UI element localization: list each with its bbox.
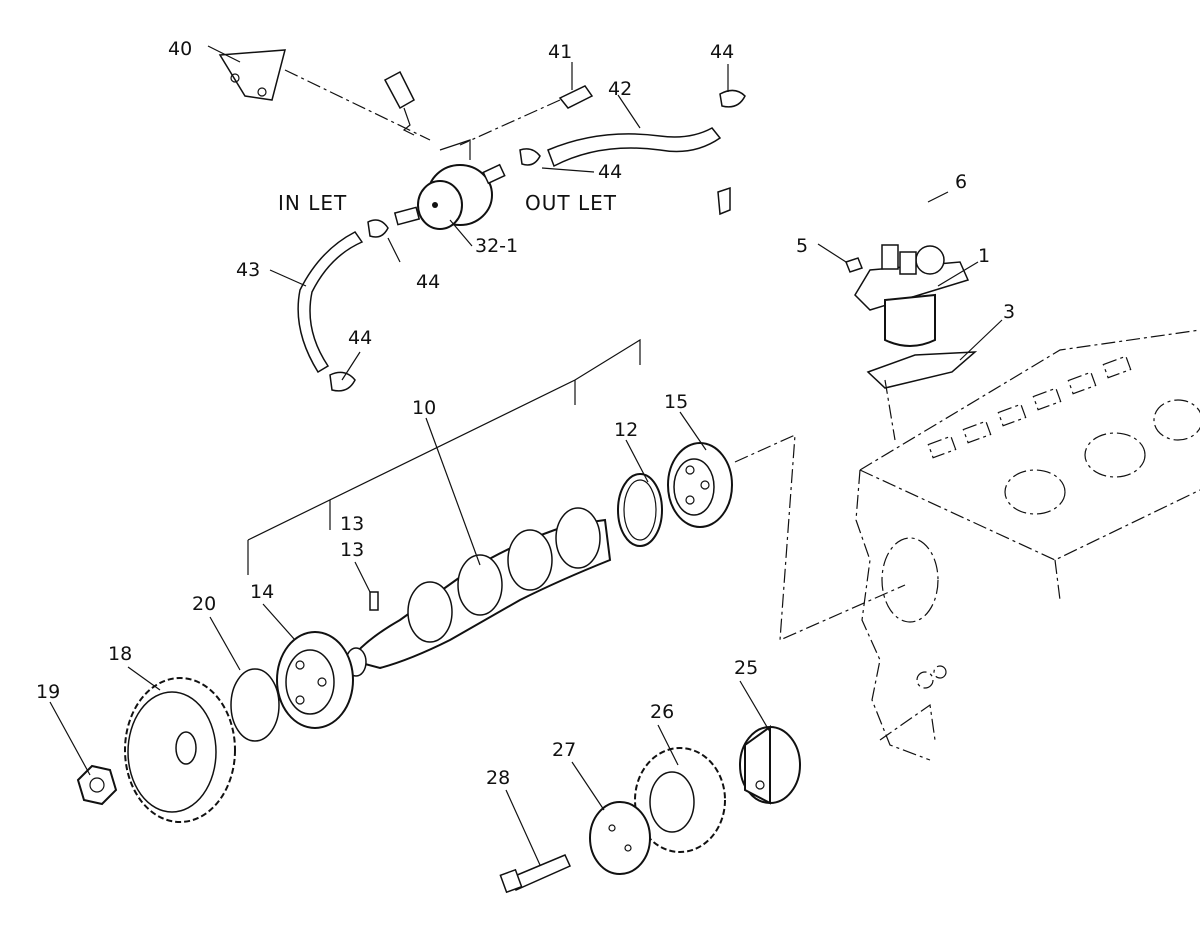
clamp-44b [519,148,541,166]
callout-10: 10 [412,397,436,419]
plate-27 [589,801,651,875]
callout-6: 6 [955,171,967,193]
clamp-44a [719,89,746,108]
callout-32-1: 32-1 [475,235,518,257]
callout-13-pin: 13 [340,539,364,561]
callout-44-hose: 44 [348,327,372,349]
callout-3: 3 [1003,301,1015,323]
leader-lines [49,45,1003,866]
callout-44-top: 44 [710,41,734,63]
engine-block [855,329,1200,761]
flow-labels: IN LET OUT LET [278,191,617,215]
callout-25: 25 [734,657,758,679]
callout-42: 42 [608,78,632,100]
nut-19 [76,764,118,806]
nut-5 [845,257,863,273]
callout-26: 26 [650,701,674,723]
callout-1: 1 [978,245,990,267]
snap-ring-20 [230,668,280,742]
callout-44-inlet: 44 [416,271,440,293]
pump-barrel [884,293,936,347]
callout-19: 19 [36,681,60,703]
pin-13 [369,591,379,611]
outlet-label: OUT LET [525,191,617,215]
callout-44-outlet: 44 [598,161,622,183]
injection-pump [717,186,978,441]
idler-gear-group [499,725,801,894]
inlet-label: IN LET [278,191,347,215]
callout-5: 5 [796,235,808,257]
callout-15: 15 [664,391,688,413]
callout-40: 40 [168,38,192,60]
fuel-filter-assembly [218,49,746,392]
hose-43 [297,231,364,374]
clamp-44d [329,371,356,392]
bolt-6 [717,186,731,216]
gasket-3 [866,351,978,389]
bracket-40 [218,49,286,101]
callout-28: 28 [486,767,510,789]
callout-18: 18 [108,643,132,665]
callout-numbers: 40 41 42 44 44 32-1 44 43 44 6 5 1 3 10 … [36,38,1015,789]
ring-12 [617,473,663,547]
crankshaft-group [76,338,906,823]
clamp-44c [367,219,389,238]
callout-20: 20 [192,593,216,615]
sensor [383,70,415,110]
callout-27: 27 [552,739,576,761]
bolt-41 [558,85,594,109]
callout-12: 12 [614,419,638,441]
callout-41: 41 [548,41,572,63]
callout-43: 43 [236,259,260,281]
callout-13-bracket: 13 [340,513,364,535]
callout-14: 14 [250,581,274,603]
hose-42 [547,127,722,168]
